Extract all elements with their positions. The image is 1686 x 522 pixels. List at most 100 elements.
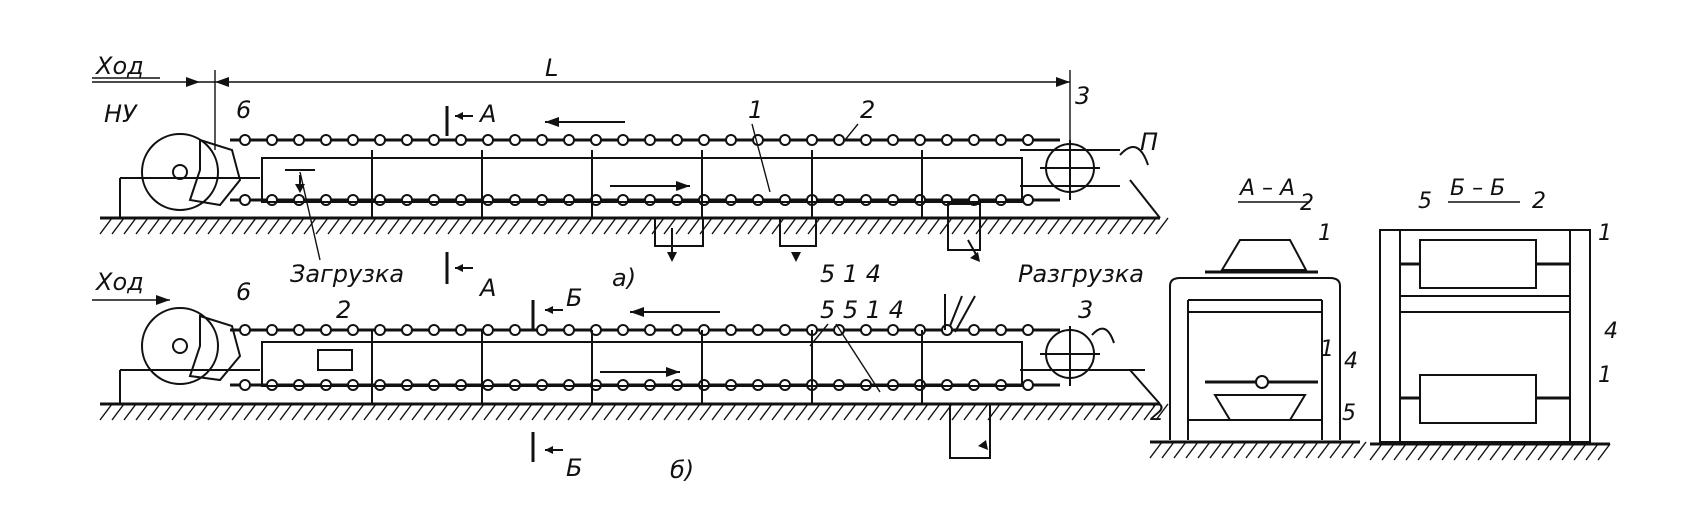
bb-pos5: 5 xyxy=(1418,189,1432,214)
chain-roller xyxy=(374,134,386,146)
hatch-stroke xyxy=(303,403,317,421)
hatch-stroke xyxy=(1221,441,1235,459)
section-bb: Б – Б 5 2 1 4 1 xyxy=(1369,176,1618,461)
hatch-stroke xyxy=(927,403,941,421)
upper-chain-b xyxy=(239,324,1034,336)
chain-roller xyxy=(509,194,521,206)
hatch-stroke xyxy=(1209,441,1223,459)
chain-roller xyxy=(1022,324,1034,336)
hatch-stroke xyxy=(399,403,413,421)
hatch-stroke xyxy=(999,403,1013,421)
hatch-stroke xyxy=(483,217,497,235)
hatch-stroke xyxy=(783,217,797,235)
hatch-stroke xyxy=(435,403,449,421)
hatch-stroke xyxy=(459,217,473,235)
chain-roller xyxy=(941,134,953,146)
hatch-stroke xyxy=(963,403,977,421)
chain-roller xyxy=(995,324,1007,336)
chain-roller xyxy=(1022,134,1034,146)
hatch-stroke xyxy=(315,403,329,421)
hatch-stroke xyxy=(771,217,785,235)
hatch-stroke xyxy=(411,217,425,235)
hatch-stroke xyxy=(279,403,293,421)
hatch-stroke xyxy=(711,403,725,421)
hatch-stroke xyxy=(1131,217,1145,235)
hatch-stroke xyxy=(867,403,881,421)
hatch-stroke xyxy=(1381,443,1395,461)
hatch-stroke xyxy=(1513,443,1527,461)
hatch-stroke xyxy=(795,217,809,235)
chain-roller xyxy=(293,194,305,206)
hatch-stroke xyxy=(951,217,965,235)
chain-roller xyxy=(941,324,953,336)
chain-roller xyxy=(671,194,683,206)
view-a: Ход L НУ 6 3 xyxy=(92,52,1169,302)
hatch-stroke xyxy=(1477,443,1491,461)
hatch-stroke xyxy=(687,217,701,235)
chain-roller xyxy=(536,324,548,336)
chain-roller xyxy=(887,194,899,206)
hatch-stroke xyxy=(351,403,365,421)
chain-roller xyxy=(725,324,737,336)
hatch-stroke xyxy=(531,403,545,421)
hatch-stroke xyxy=(1429,443,1443,461)
hatch-stroke xyxy=(1293,441,1307,459)
hatch-stroke xyxy=(1023,217,1037,235)
hatch-stroke xyxy=(363,403,377,421)
hatch-stroke xyxy=(99,403,113,421)
hatch-stroke xyxy=(639,217,653,235)
hatch-stroke xyxy=(987,217,1001,235)
chain-roller xyxy=(752,134,764,146)
hatch-stroke xyxy=(1405,443,1419,461)
drive-wheel-a xyxy=(141,133,219,211)
ground-hatch-b xyxy=(99,403,1169,421)
chain-roller xyxy=(320,194,332,206)
chain-roller xyxy=(914,134,926,146)
hatch-stroke xyxy=(123,217,137,235)
hatch-stroke xyxy=(471,217,485,235)
loading-label: Загрузка xyxy=(290,260,404,288)
hatch-stroke xyxy=(231,217,245,235)
hatch-stroke xyxy=(807,403,821,421)
chain-roller xyxy=(347,324,359,336)
hatch-stroke xyxy=(1353,441,1367,459)
chain-roller xyxy=(482,324,494,336)
hatch-stroke xyxy=(1011,217,1025,235)
hatch-stroke xyxy=(1597,443,1611,461)
hatch-stroke xyxy=(423,217,437,235)
hatch-stroke xyxy=(1453,443,1467,461)
hatch-stroke xyxy=(1173,441,1187,459)
hatch-stroke xyxy=(459,403,473,421)
hatch-stroke xyxy=(855,403,869,421)
hatch-stroke xyxy=(831,403,845,421)
hatch-stroke xyxy=(591,217,605,235)
view-a-caption: а) xyxy=(612,264,636,292)
hatch-stroke xyxy=(231,403,245,421)
chain-roller xyxy=(563,194,575,206)
chain-roller xyxy=(374,324,386,336)
chain-roller xyxy=(860,134,872,146)
hatch-stroke xyxy=(927,217,941,235)
hatch-stroke xyxy=(255,217,269,235)
hatch-stroke xyxy=(699,217,713,235)
hatch-stroke xyxy=(567,403,581,421)
hatch-stroke xyxy=(1155,217,1169,235)
chain-roller xyxy=(860,324,872,336)
hatch-stroke xyxy=(171,217,185,235)
hatch-stroke xyxy=(495,217,509,235)
chain-roller xyxy=(293,134,305,146)
chain-roller xyxy=(644,324,656,336)
hatch-stroke xyxy=(675,217,689,235)
hatch-stroke xyxy=(1095,217,1109,235)
chain-roller xyxy=(266,324,278,336)
hatch-stroke xyxy=(243,217,257,235)
hatch-stroke xyxy=(711,217,725,235)
chain-roller xyxy=(1022,379,1034,391)
hatch-stroke xyxy=(1525,443,1539,461)
hatch-stroke xyxy=(1023,403,1037,421)
chain-roller xyxy=(887,324,899,336)
hatch-stroke xyxy=(219,217,233,235)
hatch-stroke xyxy=(1257,441,1271,459)
hatch-stroke xyxy=(1585,443,1599,461)
